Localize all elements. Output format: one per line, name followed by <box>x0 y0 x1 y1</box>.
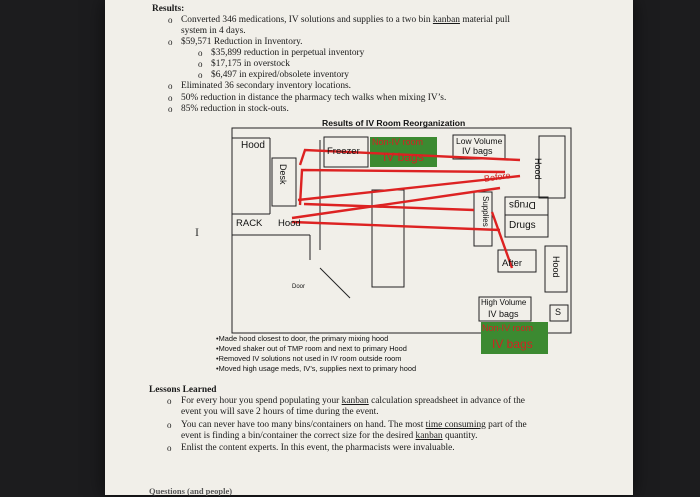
bullet-icon: o <box>167 420 172 430</box>
results-heading: Results: <box>152 4 185 14</box>
result-item-5: 85% reduction in stock-outs. <box>181 104 289 114</box>
diagram-note-1: •Made hood closest to door, the primary … <box>216 334 389 343</box>
footer-partial-heading: Questions (and people) <box>149 486 233 496</box>
hood-top-left-label: Hood <box>241 140 265 151</box>
text-cursor-icon: I <box>195 225 199 239</box>
bullet-icon: o <box>168 15 173 25</box>
lesson-item-1: For every hour you spend populating your… <box>181 396 525 406</box>
bullet-icon: o <box>168 93 173 103</box>
door-swing-line <box>319 267 351 299</box>
diagram-note-4: •Moved high usage meds, IV’s, supplies n… <box>216 364 417 373</box>
result-item-3: Eliminated 36 secondary inventory locati… <box>181 81 352 91</box>
lesson-item-1-cont: event you will save 2 hours of time duri… <box>181 407 379 417</box>
result-item-4: 50% reduction in distance the pharmacy t… <box>181 93 447 103</box>
non-iv-room-top-green-box <box>370 137 437 167</box>
lesson-item-2: You can never have too many bins/contain… <box>181 420 527 430</box>
before-path-line <box>298 168 506 206</box>
drugs-box <box>504 214 549 238</box>
bullet-icon: o <box>168 104 173 114</box>
diagram-note-2: •Moved shaker out of TMP room and next t… <box>216 344 407 353</box>
hood-right-lower-box <box>544 245 568 293</box>
iv-bags-bottom-label: IV bags <box>492 337 533 351</box>
result-item-1-cont: system in 4 days. <box>181 26 246 36</box>
s-box <box>549 304 569 322</box>
freezer-label: Freezer <box>327 146 360 157</box>
result-subitem-2: $17,175 in overstock <box>211 59 290 69</box>
lesson-item-2-cont: event is finding a bin/container the cor… <box>181 431 478 441</box>
after-path-line <box>303 202 475 212</box>
bullet-icon: o <box>198 48 203 58</box>
after-path-line <box>291 186 501 220</box>
diagram-note-3: •Removed IV solutions not used in IV roo… <box>216 354 402 363</box>
s-label: S <box>555 307 562 317</box>
desk-label: Desk <box>278 164 288 185</box>
after-box <box>497 249 537 273</box>
bullet-icon: o <box>168 37 173 47</box>
hood-middle-label: Hood <box>278 218 301 229</box>
after-path-line <box>291 220 501 232</box>
door-label: Door <box>292 284 306 290</box>
bullet-icon: o <box>167 396 172 406</box>
high-volume-ivbags-label: IV bags <box>488 309 519 319</box>
desk-box <box>271 157 297 207</box>
hood-right-box <box>538 135 566 199</box>
room-outline <box>231 127 572 334</box>
bullet-icon: o <box>198 70 203 80</box>
bullet-icon: o <box>198 59 203 69</box>
drugs-upside-label: Drugs <box>509 199 536 210</box>
hood-right-label: Hood <box>533 158 543 180</box>
result-subitem-1: $35,899 reduction in perpetual inventory <box>211 48 365 58</box>
lesson-item-3: Enlist the content experts. In this even… <box>181 443 455 453</box>
lessons-heading: Lessons Learned <box>149 385 217 395</box>
after-label: After <box>502 258 523 269</box>
rack-label: RACK <box>236 218 263 229</box>
bullet-icon: o <box>167 443 172 453</box>
low-volume-ivbags-label: IV bags <box>462 146 493 156</box>
low-volume-label: Low Volume <box>456 136 503 146</box>
supplies-box <box>473 191 493 247</box>
high-volume-label: High Volume <box>481 298 527 307</box>
result-item-2: $59,571 Reduction in Inventory. <box>181 37 303 47</box>
non-iv-room-bottom-label: Non-IV room <box>482 323 534 333</box>
bullet-icon: o <box>168 81 173 91</box>
before-path-line <box>298 148 521 166</box>
diagram-title: Results of IV Room Reorganization <box>322 118 466 128</box>
hood-right-lower-label: Hood <box>551 256 561 278</box>
result-subitem-3: $6,497 in expired/obsolete inventory <box>211 70 349 80</box>
after-path-line <box>490 211 514 269</box>
non-iv-room-bottom-green-box <box>481 322 548 354</box>
before-path-line <box>297 174 521 202</box>
non-iv-room-top-label: Non-IV room <box>372 137 424 147</box>
high-volume-box <box>478 296 532 322</box>
iv-bags-top-label: IV bags <box>383 150 424 164</box>
supplies-label: Supplies <box>481 196 490 227</box>
result-item-1: Converted 346 medications, IV solutions … <box>181 15 510 25</box>
drugs-label: Drugs <box>509 220 536 231</box>
